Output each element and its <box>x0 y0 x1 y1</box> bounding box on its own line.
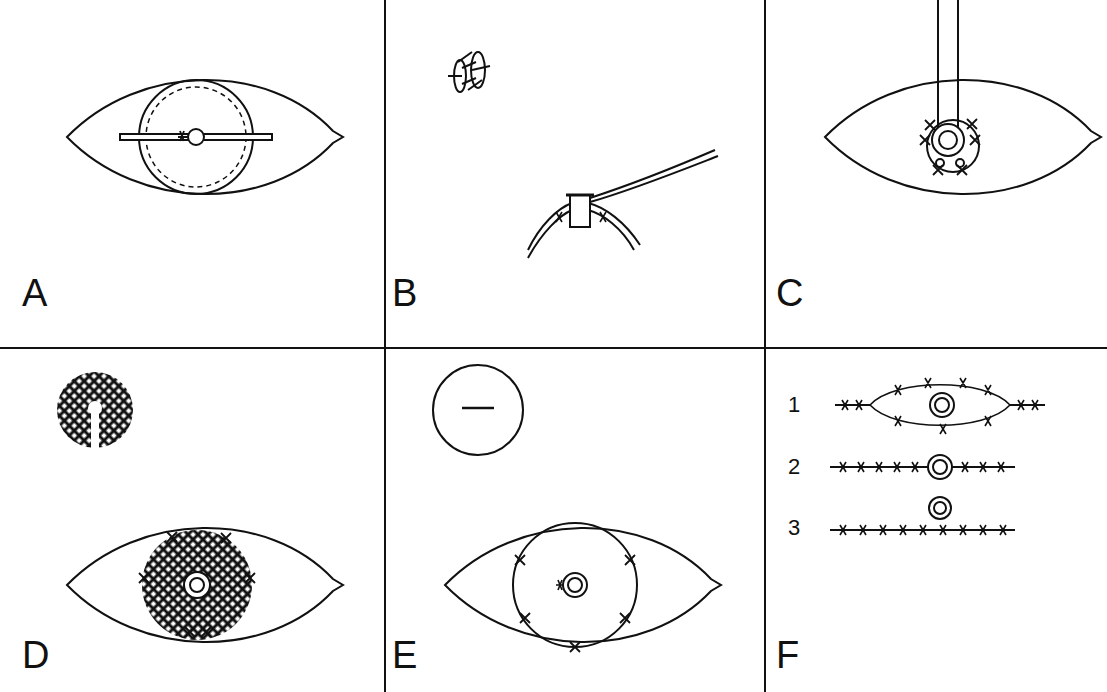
panel-letter: A <box>22 274 47 312</box>
callout-number: 3 <box>788 517 800 539</box>
panel-letter: F <box>776 636 799 674</box>
callout-number: 1 <box>788 394 800 416</box>
panel-b-drawing <box>448 52 718 258</box>
panel-letter: B <box>392 274 417 312</box>
callout-number: 2 <box>788 456 800 478</box>
panel-letter: D <box>22 636 49 674</box>
panel-c-drawing <box>825 0 1101 194</box>
panel-d-drawing <box>57 372 343 642</box>
panel-e-drawing <box>433 365 721 652</box>
panel-letter: C <box>776 274 803 312</box>
panel-a-drawing <box>67 80 343 194</box>
panel-letter: E <box>392 636 417 674</box>
panel-f-drawing <box>830 378 1045 535</box>
